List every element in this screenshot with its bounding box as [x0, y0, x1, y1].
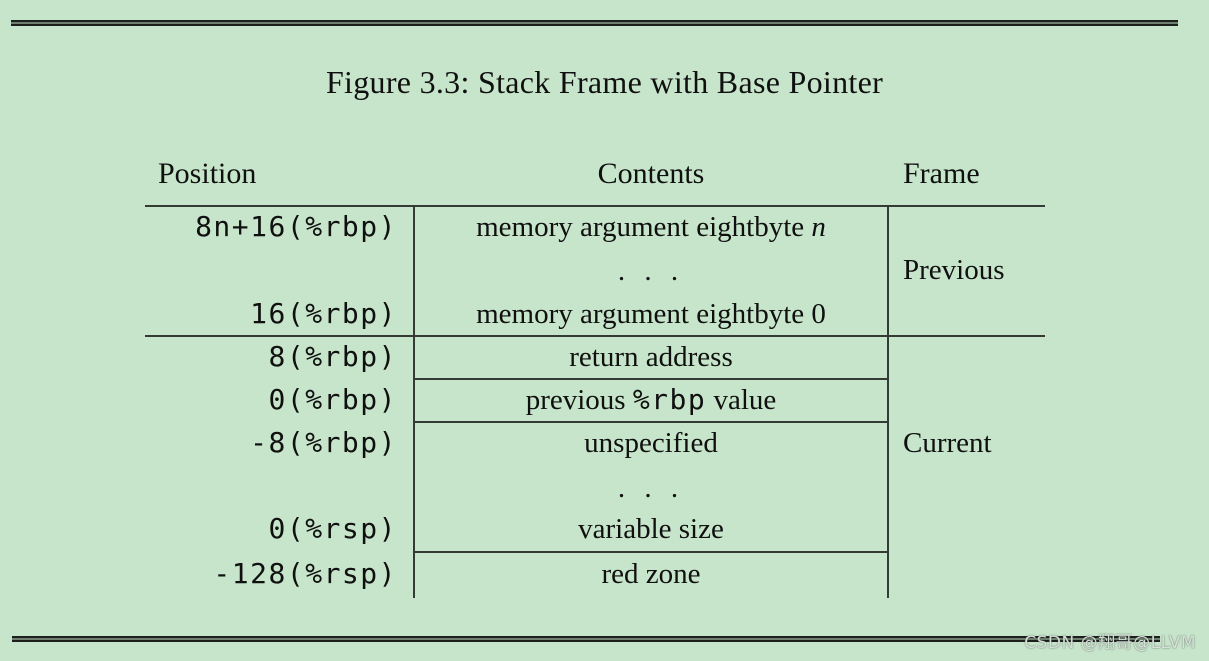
column-header-frame: Frame [903, 157, 980, 190]
contents-cell: previous %rbp value [419, 378, 883, 422]
position-cell: -8(%rbp) [250, 426, 397, 459]
contents-ellipsis: . . . [617, 472, 685, 504]
column-divider-position-contents [413, 206, 415, 598]
contents-register-name: %rbp [632, 383, 707, 416]
position-cell: 16(%rbp) [250, 297, 397, 330]
contents-cell: red zone [601, 558, 701, 590]
column-header-position: Position [158, 157, 257, 190]
contents-divider-line-2 [414, 421, 888, 423]
position-cell: 0(%rbp) [268, 383, 397, 416]
contents-cell: variable size [578, 513, 724, 545]
position-cell: 8(%rbp) [268, 340, 397, 373]
contents-cell: return address [569, 341, 733, 373]
frame-label-previous: Previous [903, 254, 1005, 286]
frame-label-current: Current [903, 427, 992, 459]
header-underline [145, 205, 1045, 207]
position-cell: 8n+16(%rbp) [195, 210, 397, 243]
contents-divider-line-3 [414, 551, 888, 553]
figure-title: Figure 3.3: Stack Frame with Base Pointe… [325, 64, 884, 100]
contents-text: memory argument eightbyte [476, 211, 812, 243]
contents-math-var: n [811, 211, 826, 243]
position-cell: 0(%rsp) [268, 512, 397, 545]
contents-ellipsis: . . . [617, 255, 685, 287]
position-cell: -128(%rsp) [213, 557, 397, 590]
column-header-contents: Contents [597, 157, 705, 190]
contents-cell: memory argument eightbyte n [419, 205, 883, 249]
contents-divider-line-1 [414, 378, 888, 380]
bottom-double-rule [12, 636, 1160, 642]
top-double-rule [11, 20, 1178, 26]
watermark: CSDN @翔哥@LLVM [1024, 633, 1196, 653]
contents-cell: unspecified [584, 427, 718, 459]
contents-text: previous [525, 384, 633, 416]
contents-cell: memory argument eightbyte 0 [476, 298, 826, 330]
column-divider-contents-frame [887, 206, 889, 598]
contents-text: value [706, 384, 777, 416]
frame-separator-line [145, 335, 1045, 337]
